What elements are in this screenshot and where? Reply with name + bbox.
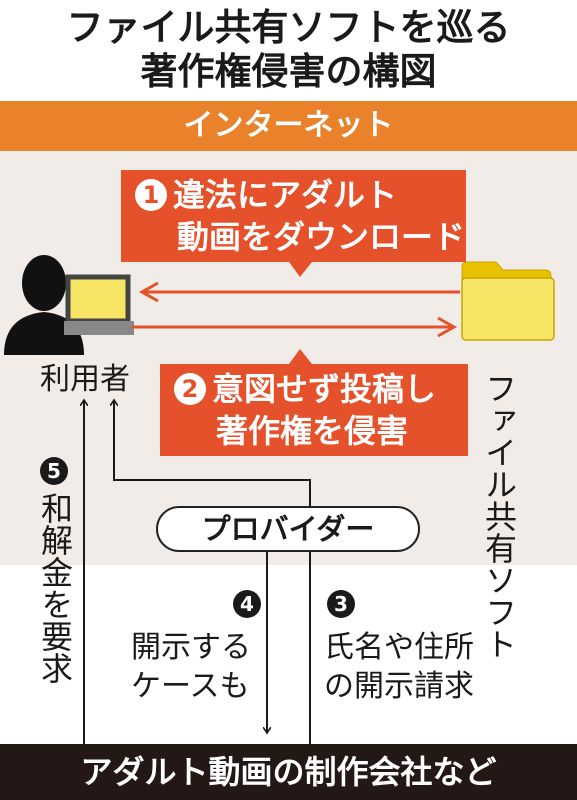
step1-line1: 違法にアダルト — [173, 176, 398, 214]
title-line1: ファイル共有ソフトを巡る — [66, 6, 511, 49]
step1-number: 1 — [135, 179, 167, 211]
step4-line2: ケースも — [131, 669, 250, 704]
step3-line1: 氏名や住所 — [324, 630, 474, 665]
step3-label: 氏名や住所 の開示請求 — [324, 628, 474, 706]
folder-icon — [461, 261, 555, 341]
title-line2: 著作権侵害の構図 — [140, 50, 437, 93]
user-label: 利用者 — [40, 362, 130, 397]
producer-bar: アダルト動画の制作会社など — [0, 744, 577, 800]
step5-number: 5 — [40, 457, 68, 485]
arrow-disclosure-request — [114, 400, 311, 744]
step2-line2: 著作権を侵害 — [216, 412, 409, 450]
callout1-pointer — [289, 262, 312, 277]
laptop-icon — [64, 274, 134, 335]
step3-number: 3 — [327, 590, 355, 618]
step4-number: 4 — [233, 590, 261, 618]
internet-banner: インターネット — [0, 101, 577, 151]
provider-box: プロバイダー — [156, 506, 420, 552]
step2-number: 2 — [174, 373, 206, 405]
callout2-pointer — [289, 349, 312, 364]
step3-line2: の開示請求 — [324, 669, 474, 704]
step1-line2: 動画をダウンロード — [177, 218, 466, 256]
step4-line1: 開示する — [131, 630, 251, 665]
step4-label: 開示する ケースも — [131, 628, 251, 706]
step2-line1: 意図せず投稿し — [212, 370, 437, 408]
step5-label: 和解金を要求 — [36, 492, 74, 684]
file-share-label: ファイル共有ソフト — [480, 372, 518, 660]
